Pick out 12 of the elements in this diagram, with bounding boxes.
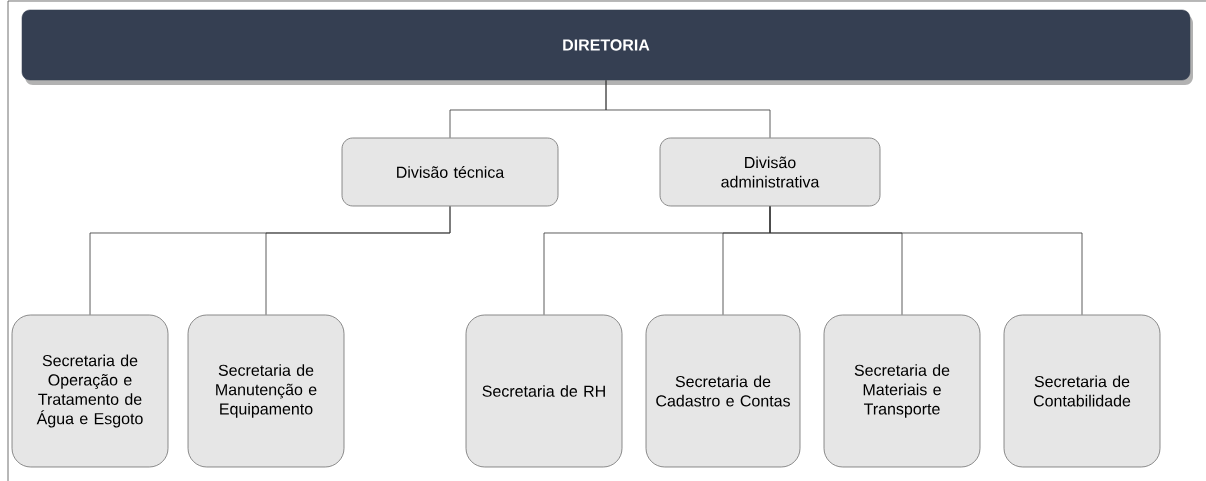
connector-line: [769, 206, 1083, 315]
header-band: DIRETORIA: [21, 9, 1191, 81]
department-box: Secretaria de Cadastro e Contas: [645, 314, 801, 468]
department-box: Secretaria de RH: [465, 314, 623, 468]
department-box: Secretaria de Contabilidade: [1003, 314, 1161, 468]
department-box: Secretaria de Materiais e Transporte: [823, 314, 981, 468]
department-box: Secretaria de Manutenção e Equipamento: [187, 314, 345, 468]
division-box: Divisão técnica: [341, 137, 559, 207]
division-box: Divisão administrativa: [659, 137, 881, 207]
connector-line: [265, 206, 451, 315]
department-box: Secretaria de Operação e Tratamento de Água e Esgoto: [11, 314, 169, 468]
connector-line: [605, 79, 771, 138]
